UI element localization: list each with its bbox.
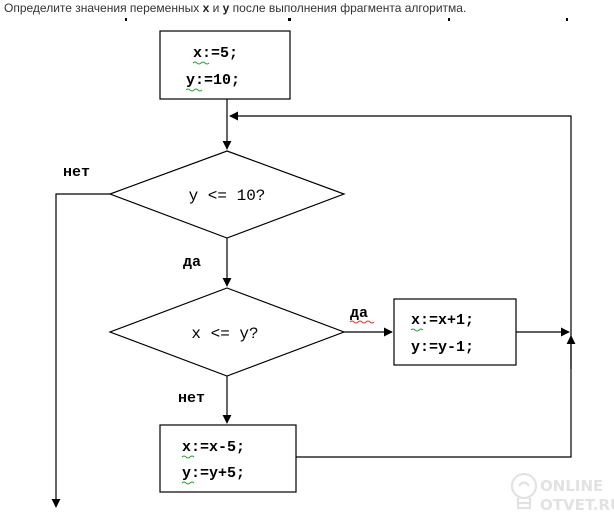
init-block: [159, 30, 291, 100]
decision-inner-text: x <= y?: [191, 325, 258, 343]
squiggle-y-init: [185, 88, 203, 92]
question-suffix: после выполнения фрагмента алгоритма.: [229, 1, 467, 15]
watermark-line-2: OTVET.RU: [540, 496, 614, 514]
yes-line-1: x:=x+1;: [411, 312, 474, 329]
squiggle-yes: [349, 320, 375, 324]
loop-back-line: [229, 111, 572, 369]
lightbulb-icon: [510, 472, 538, 510]
inner-yes-label: да: [350, 305, 368, 322]
squiggle-x-yes: [410, 328, 424, 332]
squiggle-y-no: [181, 481, 195, 485]
decision-outer-text: y <= 10?: [189, 187, 266, 205]
watermark-line-1: ONLINE: [540, 477, 603, 495]
question-text: Определите значения переменных x и y пос…: [4, 1, 466, 15]
question-var-x: x: [202, 1, 210, 15]
inner-no-label: нет: [178, 390, 205, 407]
outer-no-label: нет: [63, 164, 90, 181]
init-line-2: y:=10;: [186, 72, 240, 89]
yes-line-2: y:=y-1;: [411, 339, 474, 356]
top-artifacts: [125, 18, 568, 21]
connector-outer-no-exit: [51, 193, 110, 508]
squiggle-x-no: [181, 455, 195, 459]
init-line-1: x:=5;: [193, 45, 238, 62]
connector-no-to-loop: [296, 335, 576, 458]
outer-yes-label: да: [183, 254, 201, 271]
question-conj: и: [209, 1, 223, 15]
no-line-1: x:=x-5;: [182, 439, 245, 456]
no-block: [159, 424, 297, 493]
question-var-y: y: [222, 1, 230, 15]
squiggle-x-init: [192, 61, 210, 65]
question-prefix: Определите значения переменных: [4, 1, 203, 15]
no-line-2: y:=y+5;: [182, 465, 245, 482]
watermark: ONLINE OTVET.RU: [510, 472, 614, 514]
